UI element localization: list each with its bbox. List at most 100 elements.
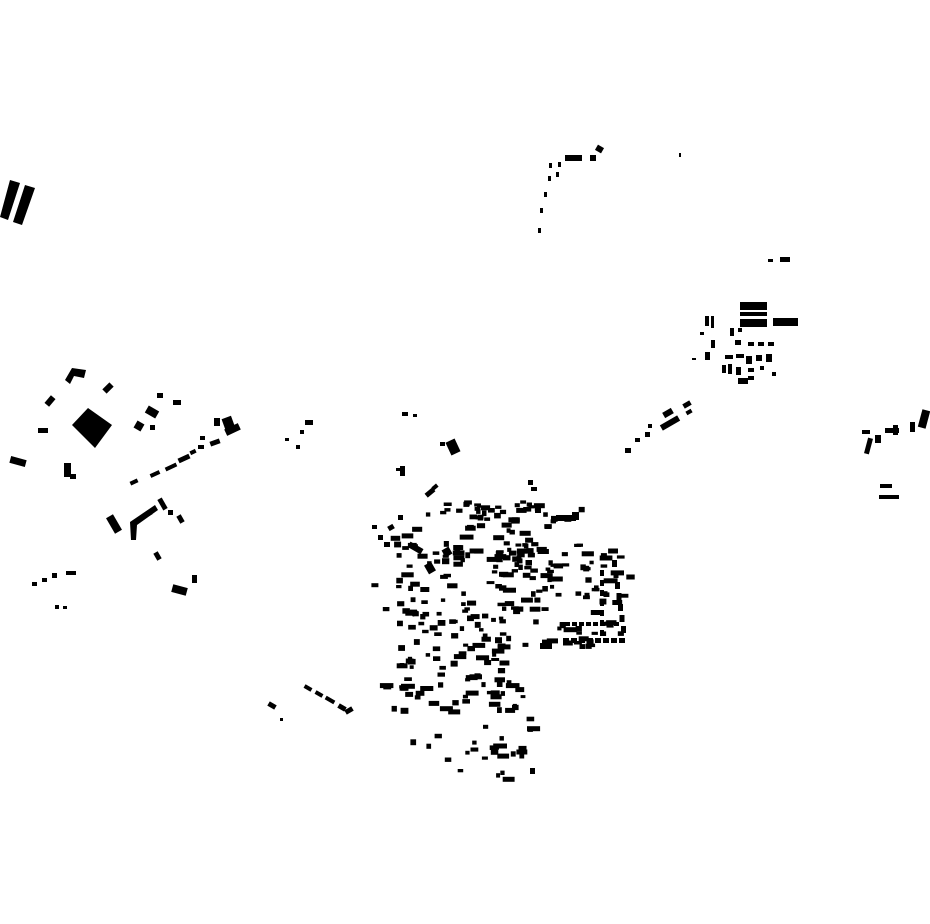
building bbox=[452, 550, 465, 556]
building bbox=[449, 619, 456, 624]
building bbox=[600, 564, 608, 568]
building bbox=[555, 592, 562, 597]
building bbox=[530, 768, 535, 774]
building bbox=[157, 497, 168, 511]
building bbox=[407, 541, 424, 555]
building bbox=[177, 453, 191, 464]
building bbox=[482, 510, 487, 517]
building bbox=[768, 342, 774, 346]
building bbox=[488, 508, 495, 513]
building bbox=[402, 412, 408, 416]
building bbox=[214, 418, 220, 426]
building bbox=[425, 512, 431, 517]
building bbox=[471, 515, 479, 519]
building bbox=[587, 638, 593, 643]
building bbox=[565, 622, 570, 626]
building bbox=[443, 502, 452, 506]
building bbox=[740, 302, 767, 310]
building bbox=[133, 420, 145, 432]
building bbox=[300, 430, 304, 434]
building bbox=[525, 560, 532, 566]
building bbox=[608, 548, 618, 554]
building bbox=[453, 561, 463, 567]
building bbox=[576, 631, 582, 635]
building bbox=[600, 620, 604, 626]
building bbox=[431, 483, 439, 491]
building bbox=[467, 524, 474, 530]
building bbox=[153, 551, 162, 561]
building bbox=[434, 733, 442, 739]
building bbox=[541, 607, 549, 611]
building bbox=[497, 668, 506, 674]
building bbox=[394, 541, 402, 548]
building bbox=[559, 622, 567, 627]
building bbox=[529, 576, 536, 581]
building bbox=[490, 690, 500, 696]
building bbox=[563, 638, 569, 643]
building bbox=[736, 367, 741, 375]
building bbox=[9, 456, 27, 467]
building bbox=[434, 632, 442, 636]
building bbox=[484, 517, 491, 521]
building bbox=[748, 368, 754, 372]
building bbox=[464, 607, 470, 611]
building bbox=[530, 568, 538, 573]
building bbox=[540, 208, 543, 213]
building bbox=[396, 468, 400, 471]
building bbox=[396, 585, 402, 589]
building bbox=[397, 601, 405, 607]
building bbox=[548, 560, 553, 566]
building bbox=[439, 706, 453, 712]
building bbox=[472, 642, 486, 648]
building bbox=[542, 639, 549, 646]
building bbox=[580, 564, 586, 571]
building bbox=[528, 505, 535, 509]
building bbox=[200, 436, 205, 440]
building bbox=[573, 641, 582, 645]
building bbox=[492, 653, 497, 657]
building bbox=[444, 508, 451, 512]
building bbox=[198, 445, 204, 449]
building bbox=[452, 700, 459, 706]
building bbox=[209, 438, 221, 447]
building bbox=[662, 407, 674, 419]
building bbox=[725, 355, 733, 359]
building bbox=[382, 607, 390, 612]
building bbox=[453, 545, 462, 550]
building bbox=[422, 629, 429, 634]
building bbox=[514, 562, 520, 567]
building bbox=[13, 185, 35, 225]
building bbox=[499, 736, 504, 741]
building bbox=[603, 592, 610, 597]
building bbox=[400, 707, 409, 714]
building bbox=[519, 753, 525, 759]
building bbox=[488, 701, 501, 707]
building bbox=[506, 635, 512, 642]
building bbox=[303, 684, 313, 692]
building bbox=[422, 611, 430, 617]
building bbox=[525, 537, 534, 543]
building bbox=[572, 622, 577, 626]
building bbox=[618, 604, 623, 611]
building bbox=[433, 656, 441, 661]
building bbox=[495, 637, 502, 644]
building bbox=[443, 573, 451, 578]
building bbox=[600, 570, 604, 576]
building bbox=[502, 776, 515, 782]
building bbox=[583, 565, 590, 572]
building bbox=[518, 745, 527, 751]
building bbox=[429, 625, 438, 631]
building bbox=[612, 560, 617, 567]
building bbox=[465, 675, 478, 681]
building bbox=[447, 583, 458, 589]
building bbox=[528, 480, 533, 485]
building bbox=[420, 686, 434, 691]
building bbox=[515, 543, 522, 547]
building bbox=[461, 602, 466, 606]
building bbox=[600, 610, 604, 616]
building bbox=[480, 505, 491, 511]
building bbox=[102, 382, 114, 394]
building bbox=[515, 606, 524, 612]
building bbox=[285, 438, 289, 441]
building bbox=[499, 632, 507, 636]
